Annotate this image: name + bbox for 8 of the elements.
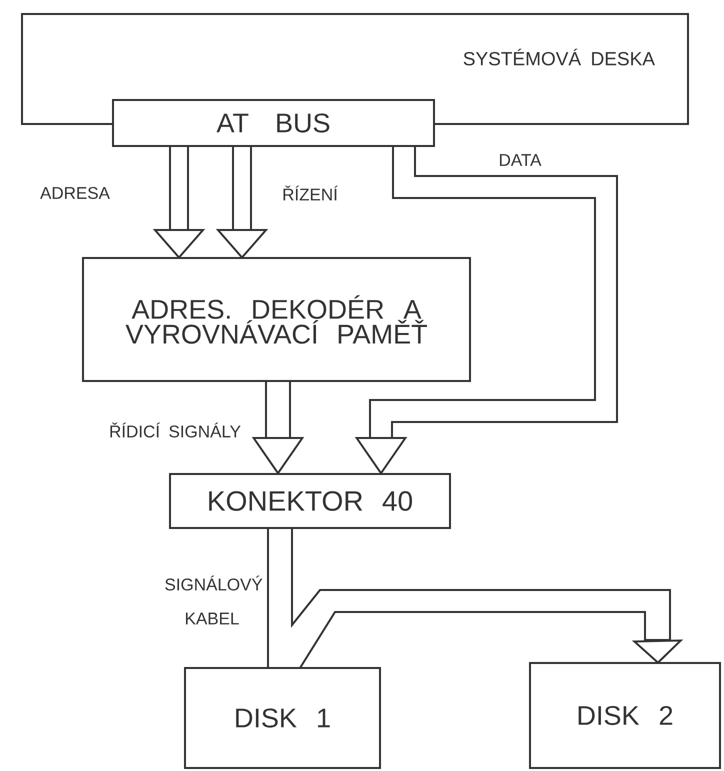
edge-label: SIGNÁLOVÝ KABEL <box>162 574 262 626</box>
cable-arrow <box>267 527 684 669</box>
process-box: ADRES. DEKODÉR A VYROVNÁVACÍ PAMĚŤ <box>82 257 471 382</box>
edge-label: DATA <box>496 152 544 168</box>
bus-box: AT BUS <box>112 99 435 147</box>
edge-label: ADRESA <box>38 184 112 202</box>
edge-label: ŘÍDICÍ SIGNÁLY <box>107 420 243 440</box>
edge-label: ŘÍZENÍ <box>280 184 340 202</box>
